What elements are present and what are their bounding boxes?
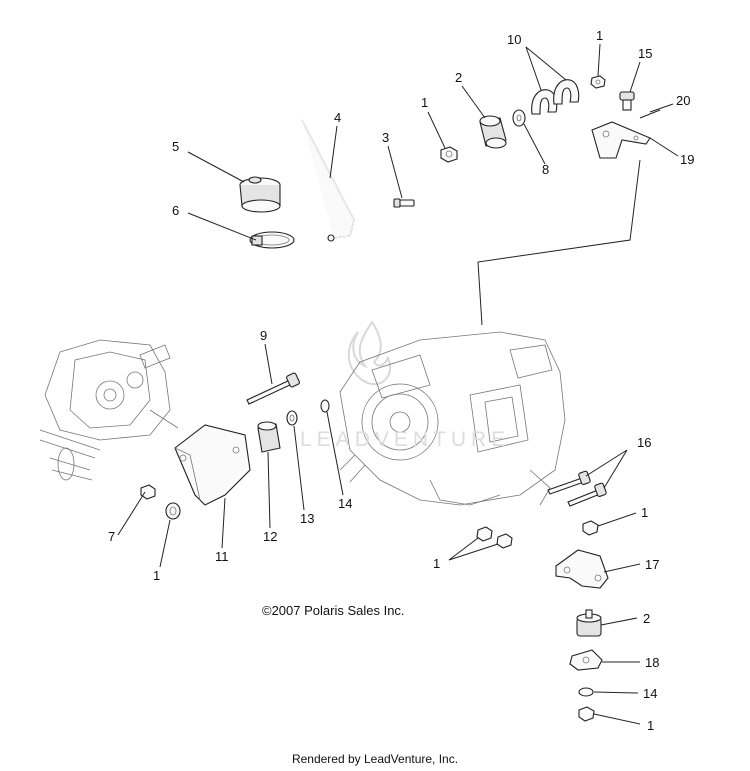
transmission-sketch: [39, 339, 179, 481]
callout-11: 11: [215, 549, 229, 564]
part-12-mount: [257, 421, 281, 453]
callout-18: 18: [645, 655, 659, 670]
part-2-mount-top: [479, 115, 507, 149]
connector-line: [477, 159, 641, 326]
callout-9: 9: [260, 328, 267, 343]
callout-1: 1: [421, 95, 428, 110]
part-1-nut-right: [582, 520, 599, 536]
callout-16: 16: [637, 435, 651, 450]
part-16-bolts: [547, 470, 607, 507]
part-15-bolt: [619, 91, 635, 111]
part-1-nut-upper-right: [590, 75, 606, 89]
callout-13: 13: [300, 511, 314, 526]
part-3-bolt: [393, 198, 415, 208]
callout-19: 19: [680, 152, 694, 167]
engine-sketch: [339, 331, 566, 506]
part-1-nut-left: [165, 502, 181, 520]
callout-3: 3: [382, 130, 389, 145]
callout-15: 15: [638, 46, 652, 61]
callout-1: 1: [596, 28, 603, 43]
part-2-mount-bottom: [576, 609, 602, 637]
part-14-washer-left: [320, 399, 330, 413]
part-10-shims: [531, 79, 580, 115]
part-18-plate: [569, 649, 603, 671]
part-6-clamp: [249, 231, 295, 249]
part-5-boot: [239, 176, 281, 213]
watermark-text: LEADVENTURE: [300, 428, 511, 451]
part-9-bolt: [246, 372, 300, 405]
callout-5: 5: [172, 139, 179, 154]
part-19-bracket: [591, 121, 651, 159]
callout-4: 4: [334, 110, 341, 125]
callout-2: 2: [643, 611, 650, 626]
part-11-bracket: [174, 424, 251, 506]
callout-7: 7: [108, 529, 115, 544]
callout-1: 1: [433, 556, 440, 571]
part-17-bracket: [555, 549, 609, 589]
part-20-pin: [639, 109, 661, 119]
part-1-nut-top: [440, 146, 458, 163]
copyright-text: ©2007 Polaris Sales Inc.: [262, 603, 405, 618]
callout-1: 1: [153, 568, 160, 583]
callout-8: 8: [542, 162, 549, 177]
callout-12: 12: [263, 529, 277, 544]
part-8-washer: [512, 109, 526, 127]
callout-14: 14: [338, 496, 352, 511]
callout-2: 2: [455, 70, 462, 85]
callout-labels: 1 1 2 3 4 5 6 8 10 15 19 20 9 7 1 11 12 …: [108, 28, 694, 733]
callout-10: 10: [507, 32, 521, 47]
part-7-nut: [140, 484, 156, 500]
callout-1: 1: [641, 505, 648, 520]
part-1-nut-bottom: [578, 706, 595, 722]
callout-14: 14: [643, 686, 657, 701]
callout-6: 6: [172, 203, 179, 218]
part-1-nuts-center: [476, 526, 513, 549]
part-14-washer-bottom: [578, 687, 594, 697]
footer-credit: Rendered by LeadVenture, Inc.: [291, 752, 459, 766]
watermark-flame-icon: [347, 320, 391, 386]
part-4-rod: [301, 119, 355, 242]
callout-17: 17: [645, 557, 659, 572]
callout-1: 1: [647, 718, 654, 733]
callout-20: 20: [676, 93, 690, 108]
part-13-washer: [286, 410, 298, 426]
leader-lines: [117, 43, 679, 725]
